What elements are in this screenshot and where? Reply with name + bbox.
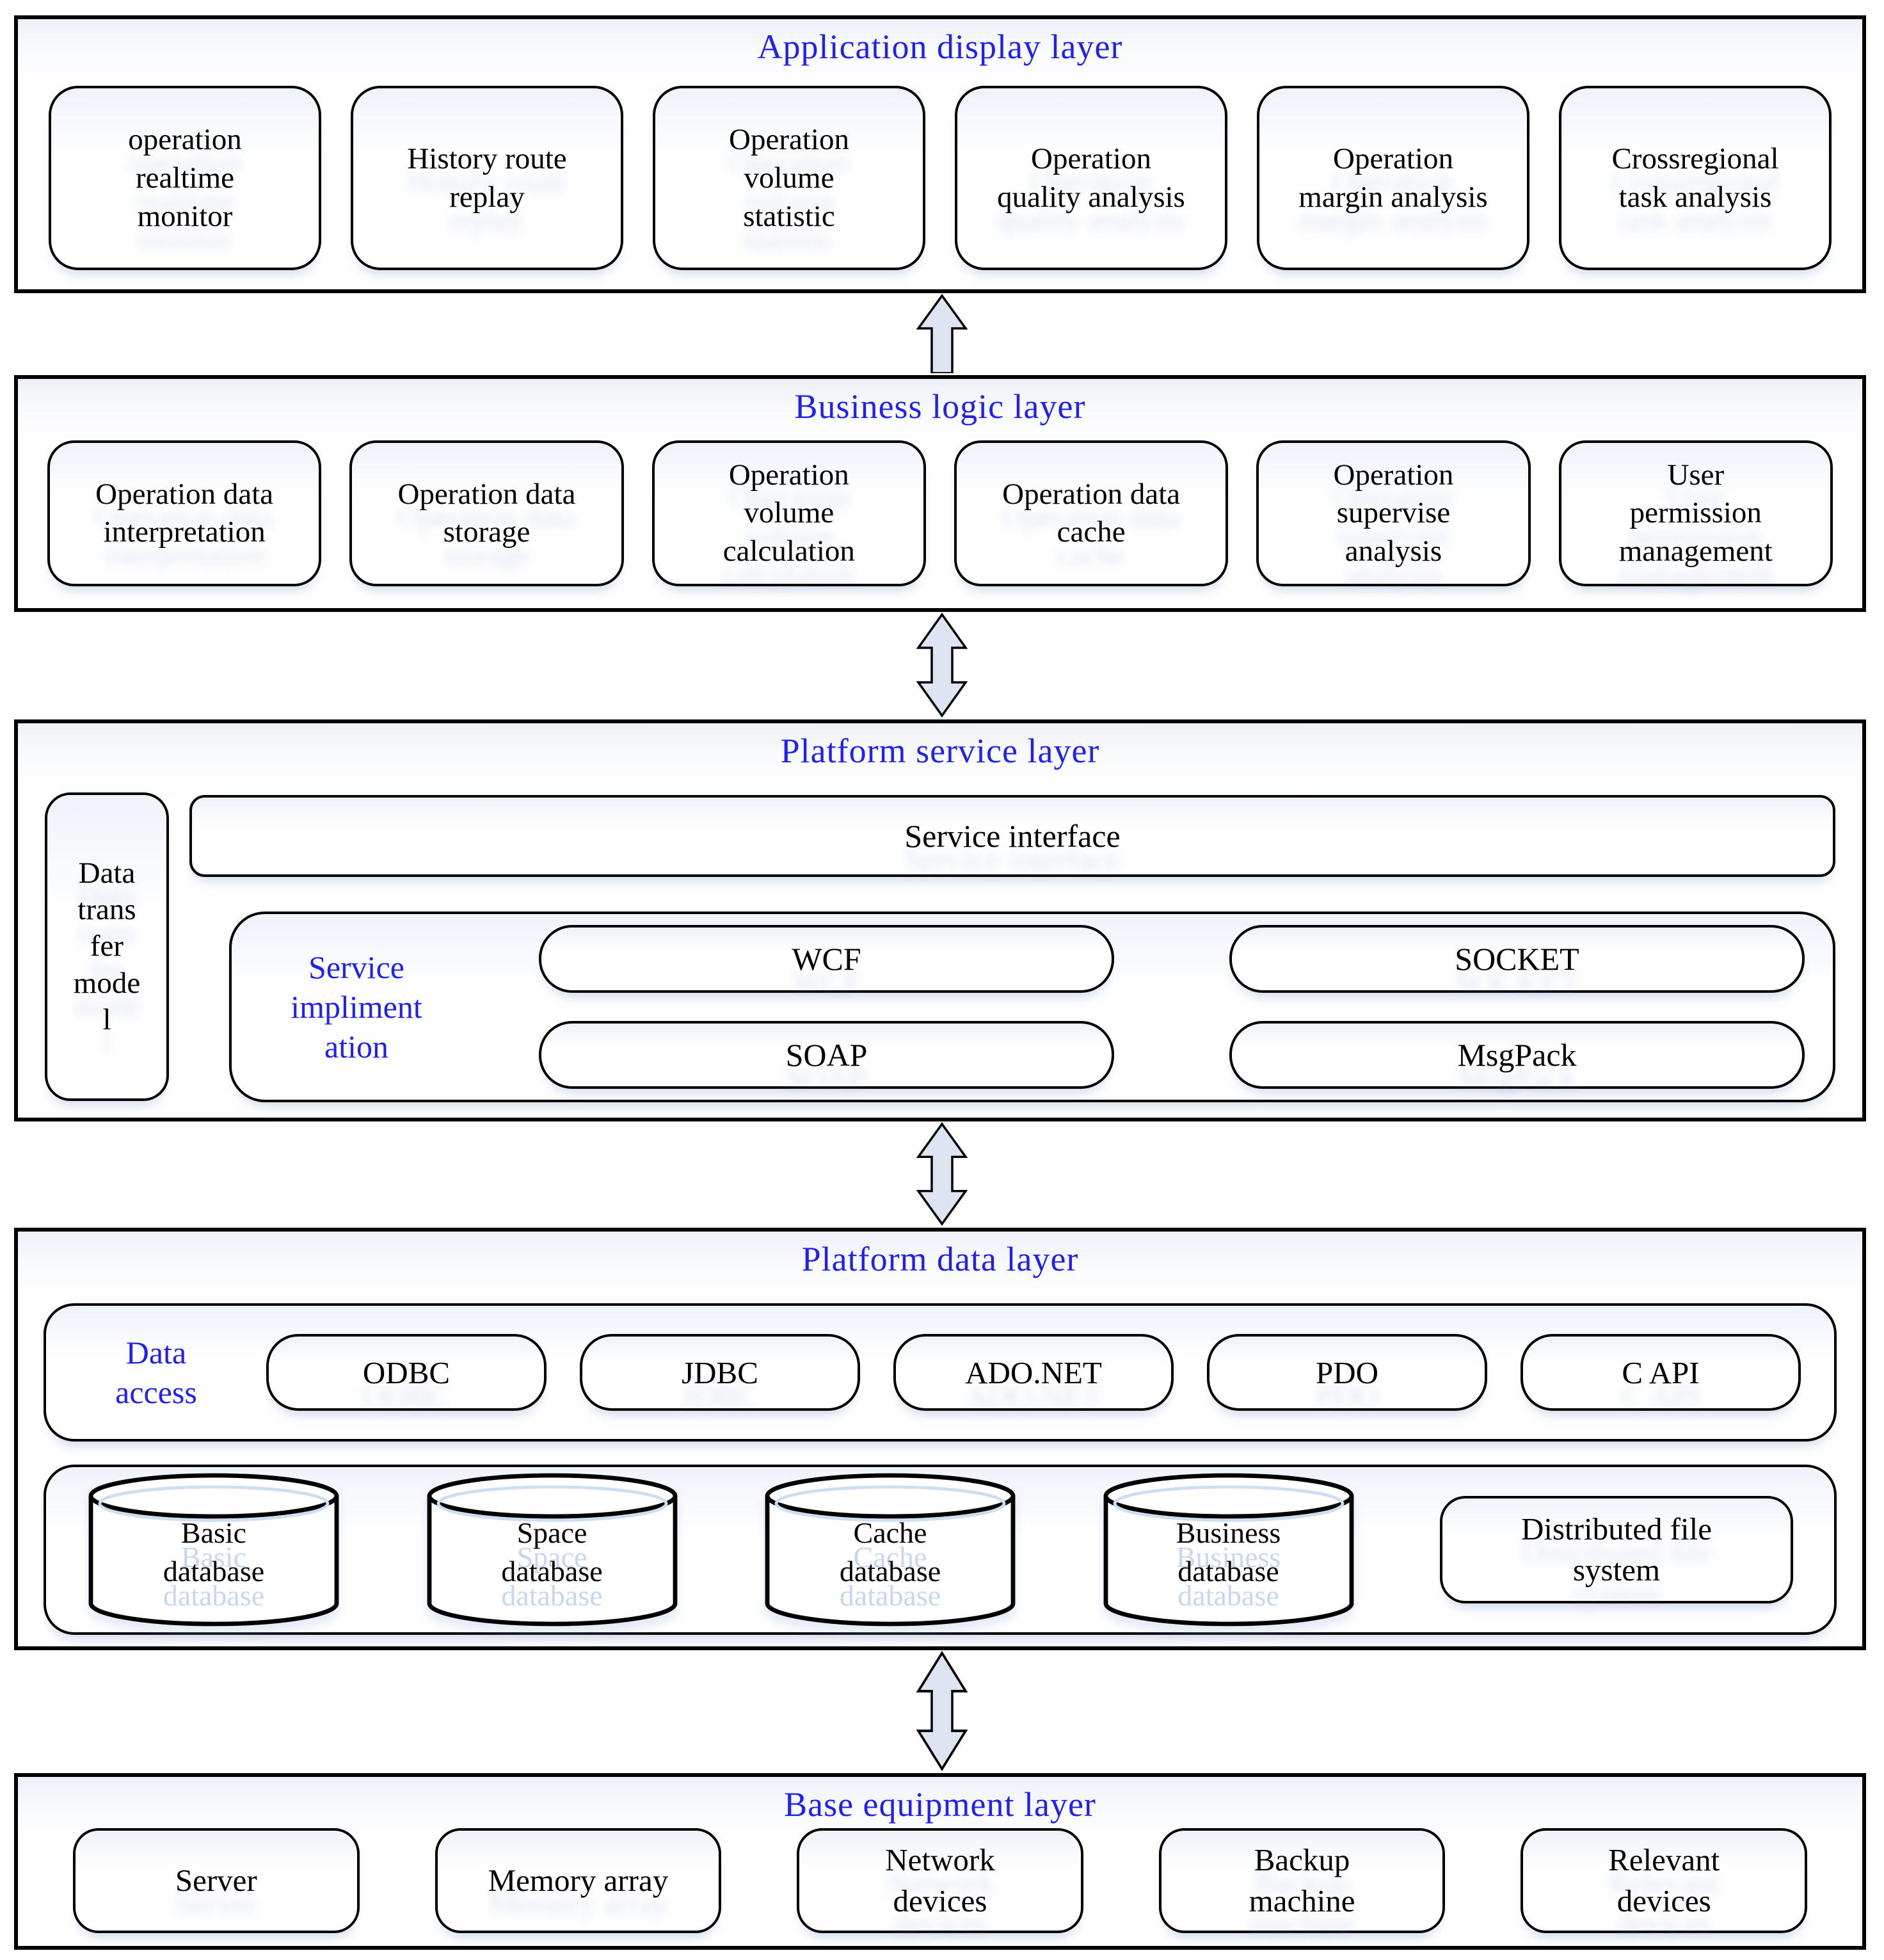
database-cylinder-basic: Basic database Basic database	[87, 1473, 340, 1627]
layer-platform-service: Platform service layer Data trans fer mo…	[14, 719, 1866, 1121]
base-box-relevant-devices: Relevant devices	[1521, 1828, 1807, 1933]
box-label: User permission management	[1618, 458, 1773, 568]
box-label: C API	[1622, 1354, 1700, 1390]
data-access-box: Data access ODBC JDBC ADO.NET PDO C API	[44, 1303, 1837, 1442]
app-box-operation-realtime-monitor: operation realtime monitor	[49, 86, 321, 270]
database-row-box: Basic database Basic database Space data…	[44, 1465, 1837, 1635]
box-label: Operation volume calculation	[722, 458, 855, 568]
box-label: Operation quality analysis	[997, 141, 1185, 214]
box-label: MsgPack	[1457, 1037, 1577, 1073]
cylinder-ghost-label: Cache database	[839, 1541, 941, 1612]
app-box-operation-margin-analysis: Operation margin analysis	[1257, 86, 1529, 270]
access-box-pdo: PDO	[1207, 1334, 1487, 1411]
cylinder-label: Cache database	[839, 1516, 941, 1587]
impl-box-msgpack: MsgPack	[1229, 1021, 1805, 1089]
box-label: PDO	[1315, 1354, 1379, 1390]
access-box-capi: C API	[1521, 1334, 1801, 1411]
cylinder-label: Business database	[1176, 1516, 1281, 1587]
up-arrow-icon	[910, 294, 974, 374]
box-label: Relevant devices	[1608, 1842, 1720, 1918]
application-box-row: operation realtime monitor History route…	[18, 86, 1862, 270]
box-label: JDBC	[682, 1354, 758, 1390]
biz-box-operation-volume-calculation: Operation volume calculation	[651, 440, 926, 586]
biz-box-operation-data-cache: Operation data cache	[954, 440, 1229, 586]
box-label: Operation supervise analysis	[1333, 458, 1454, 568]
database-cylinder-icon	[427, 1473, 677, 1627]
cylinder-label: Basic database	[163, 1516, 265, 1587]
base-box-memory-array: Memory array	[435, 1828, 722, 1933]
box-label: Server	[175, 1863, 257, 1899]
cylinder-ghost-label: Business database	[1176, 1541, 1281, 1612]
layer-title: Business logic layer	[794, 387, 1086, 426]
service-interface-box: Service interface	[189, 795, 1835, 877]
access-box-odbc: ODBC	[266, 1334, 547, 1411]
implementation-column-right: SOCKET MsgPack	[1229, 925, 1805, 1089]
biz-box-operation-supervise-analysis: Operation supervise analysis	[1256, 440, 1531, 586]
impl-box-socket: SOCKET	[1229, 925, 1805, 993]
box-label: Operation volume statistic	[729, 122, 849, 234]
biz-box-operation-data-storage: Operation data storage	[349, 440, 624, 586]
box-label: Data trans fer mode l	[73, 856, 141, 1036]
database-cylinder-icon	[765, 1473, 1016, 1627]
layer-title: Base equipment layer	[784, 1785, 1096, 1824]
double-arrow-icon	[910, 1121, 974, 1226]
box-label: Operation data cache	[1002, 477, 1181, 549]
access-box-jdbc: JDBC	[580, 1334, 860, 1411]
distributed-file-system-box: Distributed file system	[1440, 1496, 1793, 1603]
app-box-history-route-replay: History route replay	[351, 86, 623, 270]
box-label: Operation data storage	[397, 477, 576, 549]
box-label: History route replay	[407, 141, 567, 214]
data-access-label: Data access	[115, 1335, 197, 1410]
biz-box-operation-data-interpretation: Operation data interpretation	[47, 440, 322, 586]
box-label: ADO.NET	[965, 1354, 1102, 1390]
data-transfer-model-box: Data trans fer mode l	[45, 792, 169, 1101]
database-cylinder-space: Space database Space database	[426, 1473, 679, 1627]
database-cylinder-business: Business database Business database	[1102, 1473, 1355, 1627]
box-label: operation realtime monitor	[128, 122, 242, 234]
business-box-row: Operation data interpretation Operation …	[18, 440, 1862, 586]
box-label: Crossregional task analysis	[1611, 141, 1779, 214]
app-box-crossregional-task-analysis: Crossregional task analysis	[1559, 86, 1832, 270]
box-label: Memory array	[488, 1863, 669, 1899]
base-box-row: Server Memory array Network devices Back…	[18, 1828, 1862, 1933]
double-arrow-icon	[910, 1650, 974, 1772]
layer-title: Application display layer	[757, 28, 1123, 66]
cylinder-ghost-label: Space database	[501, 1541, 603, 1612]
database-cylinder-icon	[1103, 1473, 1353, 1627]
cylinder-ghost-label: Basic database	[163, 1541, 265, 1612]
box-label: WCF	[792, 941, 861, 977]
impl-box-wcf: WCF	[539, 925, 1114, 993]
service-implementation-box: Service impliment ation WCF SOAP SOCKET …	[229, 912, 1835, 1102]
database-cylinder-icon	[88, 1473, 339, 1627]
base-box-server: Server	[73, 1828, 360, 1933]
base-box-backup-machine: Backup machine	[1158, 1828, 1446, 1933]
box-label: Service interface	[904, 818, 1121, 854]
layer-base-equipment: Base equipment layer Server Memory array…	[14, 1773, 1866, 1950]
layer-application-display: Application display layer operation real…	[14, 15, 1866, 293]
implementation-column-left: WCF SOAP	[539, 925, 1114, 1089]
box-label: SOAP	[785, 1037, 868, 1073]
service-implementation-label: Service impliment ation	[291, 949, 422, 1064]
impl-box-soap: SOAP	[539, 1021, 1114, 1089]
box-label: Operation data interpretation	[95, 477, 274, 549]
box-label: Network devices	[885, 1842, 995, 1918]
layer-business-logic: Business logic layer Operation data inte…	[14, 375, 1866, 612]
box-label: SOCKET	[1455, 941, 1579, 977]
base-box-network-devices: Network devices	[797, 1828, 1083, 1933]
app-box-operation-quality-analysis: Operation quality analysis	[955, 86, 1227, 270]
cylinder-label: Space database	[501, 1516, 603, 1587]
app-box-operation-volume-statistic: Operation volume statistic	[653, 86, 925, 270]
biz-box-user-permission-management: User permission management	[1558, 440, 1833, 586]
database-cylinder-cache: Cache database Cache database	[763, 1473, 1017, 1627]
box-label: Backup machine	[1249, 1842, 1355, 1918]
box-label: ODBC	[362, 1354, 451, 1390]
access-box-adonet: ADO.NET	[893, 1334, 1174, 1411]
layer-platform-data: Platform data layer Data access ODBC JDB…	[14, 1228, 1866, 1650]
double-arrow-icon	[910, 612, 974, 718]
box-label: Distributed file system	[1521, 1511, 1712, 1587]
box-label: Operation margin analysis	[1298, 141, 1488, 214]
layer-title: Platform data layer	[801, 1240, 1079, 1278]
layer-title: Platform service layer	[780, 732, 1100, 770]
